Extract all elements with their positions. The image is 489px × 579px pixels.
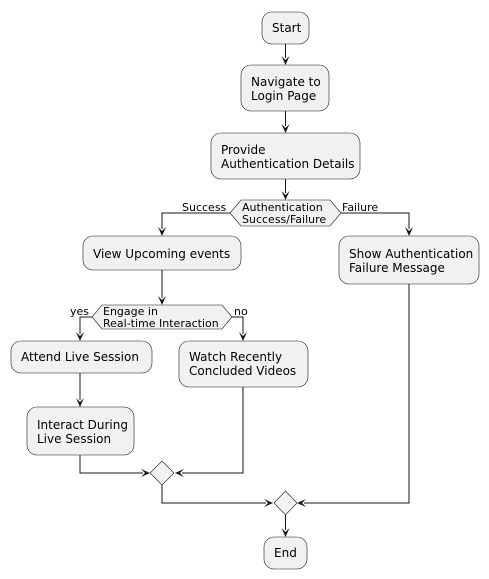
arrowhead bbox=[297, 499, 306, 507]
arrowhead bbox=[239, 332, 247, 341]
edge-inner-merge-to-outer bbox=[161, 485, 266, 504]
edge-failure-to-merge bbox=[304, 284, 410, 504]
attend-live-node bbox=[10, 340, 153, 374]
engage-decision-line2: Real-time Interaction bbox=[103, 317, 219, 330]
failure-label: Failure bbox=[342, 201, 378, 214]
arrowhead bbox=[405, 227, 413, 236]
auth-failure-line1: Show Authentication bbox=[349, 247, 473, 261]
end-node bbox=[263, 536, 308, 570]
attend-live-label: Attend Live Session bbox=[21, 350, 139, 364]
arrowhead bbox=[76, 398, 84, 407]
arrowhead bbox=[264, 499, 273, 507]
auth-failure-line2: Failure Message bbox=[349, 261, 445, 275]
arrowhead bbox=[158, 227, 166, 236]
arrowhead bbox=[281, 528, 290, 537]
auth-decision-line2: Success/Failure bbox=[242, 213, 326, 226]
yes-label: yes bbox=[70, 305, 89, 318]
edge-no bbox=[232, 316, 244, 334]
provide-label-line2: Authentication Details bbox=[221, 157, 355, 171]
arrowhead bbox=[281, 191, 290, 200]
engage-merge-node bbox=[149, 460, 175, 486]
edge-watch-to-merge bbox=[182, 387, 244, 474]
end-label: End bbox=[274, 546, 297, 560]
arrowhead bbox=[141, 469, 150, 477]
auth-merge-node bbox=[273, 490, 298, 516]
arrowhead bbox=[281, 56, 290, 65]
provide-label-line1: Provide bbox=[221, 143, 265, 157]
edge-interact-to-merge bbox=[79, 455, 143, 474]
view-events-label: View Upcoming events bbox=[93, 247, 230, 261]
arrowhead bbox=[175, 469, 184, 477]
arrowhead bbox=[158, 296, 166, 305]
navigate-label-line2: Login Page bbox=[251, 89, 316, 103]
watch-videos-line2: Concluded Videos bbox=[189, 364, 296, 378]
arrowhead bbox=[281, 124, 290, 133]
edge-yes bbox=[79, 316, 92, 334]
arrowhead bbox=[76, 332, 84, 341]
start-label: Start bbox=[272, 21, 302, 35]
navigate-label-line1: Navigate to bbox=[251, 75, 321, 89]
auth-decision-line1: Authentication bbox=[242, 201, 323, 214]
success-label: Success bbox=[182, 201, 227, 214]
interact-live-line2: Live Session bbox=[37, 432, 111, 446]
edge-success bbox=[161, 212, 230, 229]
no-label: no bbox=[234, 305, 248, 318]
interact-live-line1: Interact During bbox=[37, 418, 128, 432]
edge-failure bbox=[341, 212, 410, 229]
watch-videos-line1: Watch Recently bbox=[189, 350, 282, 364]
engage-decision-line1: Engage in bbox=[103, 305, 158, 318]
